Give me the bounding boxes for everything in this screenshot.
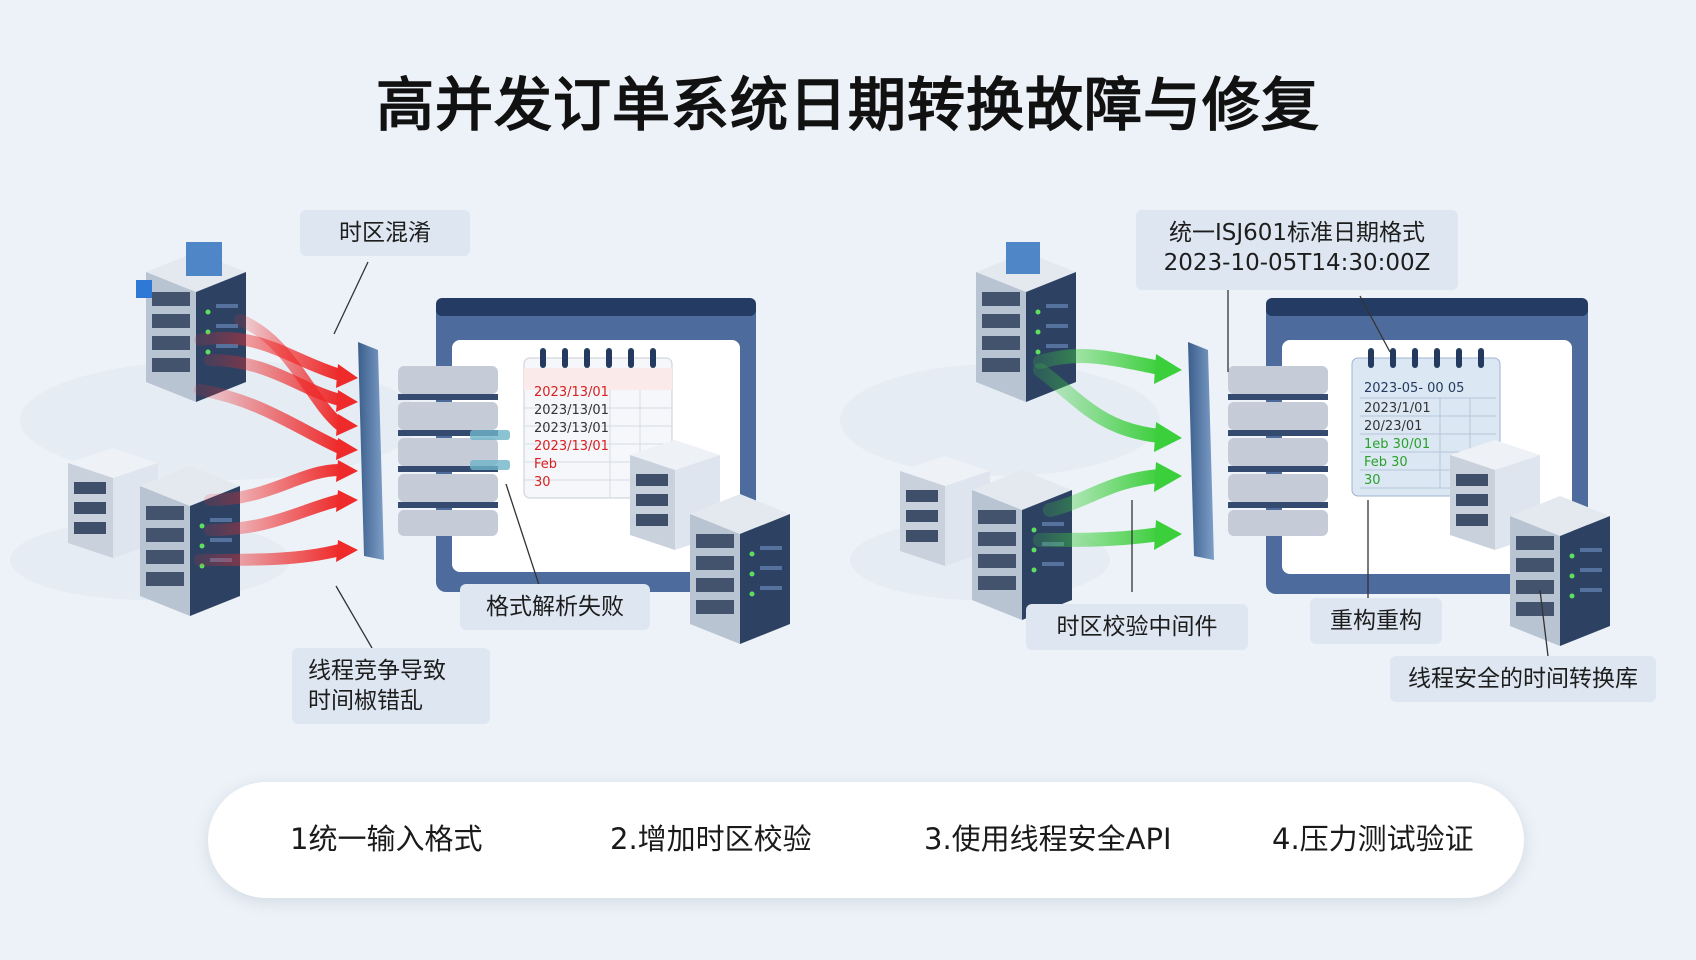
conflict-arrowheads — [336, 364, 358, 562]
callout-thread-safe-lib: 线程安全的时间转换库 — [1390, 656, 1656, 702]
calendar-entry-5: Feb — [534, 457, 557, 472]
callout-text-line2: 时间椒错乱 — [308, 688, 423, 714]
flow-arrows — [1033, 349, 1167, 547]
callout-text-line2: 2023-10-05T14:30:00Z — [1163, 250, 1431, 276]
calendar-entry-4: 2023/13/01 — [534, 439, 609, 454]
server-tower-left-bottom — [140, 466, 240, 616]
callout-text: 格式解析失败 — [486, 594, 624, 620]
gateway-stack-right — [1228, 366, 1328, 536]
leader-lines-right — [1131, 280, 1549, 657]
callout-iso-format: 统一ISJ601标准日期格式 2023-10-05T14:30:00Z — [1136, 210, 1458, 290]
callout-timezone-confusion: 时区混淆 — [300, 210, 470, 256]
step-2: 2.增加时区校验 — [610, 822, 812, 856]
left-panel: 2023/13/01 2023/13/01 2023/13/01 2023/13… — [10, 242, 790, 649]
server-cube-icon — [186, 242, 222, 276]
calendar-fixed-entry-1: 2023/1/01 — [1364, 401, 1431, 416]
barrier-left — [358, 342, 384, 560]
gateway-stack-left — [398, 366, 498, 536]
calendar-fixed-entry-3: 1eb 30/01 — [1364, 437, 1430, 452]
leader-lines-left — [333, 261, 541, 649]
calendar-entry-6: 30 — [534, 475, 551, 490]
page-title: 高并发订单系统日期转换故障与修复 — [375, 71, 1320, 139]
callout-parse-failure: 格式解析失败 — [460, 584, 650, 630]
conflict-arrows — [194, 314, 346, 566]
server-tower-right-right — [1510, 496, 1610, 646]
calendar-fixed-entry-2: 20/23/01 — [1364, 419, 1422, 434]
calendar-entry-2: 2023/13/01 — [534, 403, 609, 418]
calendar-entry-3: 2023/13/01 — [534, 421, 609, 436]
calendar-header: 2023-05- 00 05 — [1364, 381, 1464, 396]
calendar-fixed-entry-4: Feb 30 — [1364, 455, 1408, 470]
callout-text-line1: 统一ISJ601标准日期格式 — [1168, 220, 1426, 246]
step-3: 3.使用线程安全API — [924, 822, 1172, 856]
callout-text: 线程安全的时间转换库 — [1408, 666, 1638, 692]
server-cube-icon-right — [1006, 242, 1040, 274]
callout-text: 重构重构 — [1330, 608, 1422, 634]
callout-text: 时区混淆 — [339, 220, 431, 246]
callout-thread-contention: 线程竞争导致 时间椒错乱 — [292, 648, 490, 724]
calendar-fixed-entry-5: 30 — [1364, 473, 1381, 488]
barrier-right — [1188, 342, 1214, 560]
callout-text-line1: 线程竞争导致 — [308, 658, 446, 684]
steps-bar: 1统一输入格式 2.增加时区校验 3.使用线程安全API 4.压力测试验证 — [208, 782, 1524, 898]
callout-timezone-middleware: 时区校验中间件 — [1026, 604, 1248, 650]
flow-arrowheads — [1154, 354, 1182, 550]
callout-text: 时区校验中间件 — [1056, 614, 1218, 640]
calendar-entry-1: 2023/13/01 — [534, 385, 609, 400]
step-1: 1统一输入格式 — [290, 822, 483, 856]
server-tower-left-right — [690, 494, 790, 644]
step-4: 4.压力测试验证 — [1272, 822, 1474, 856]
callout-refactor: 重构重构 — [1310, 598, 1442, 644]
right-panel: 2023-05- 00 05 2023/1/01 20/23/01 1eb 30… — [840, 242, 1610, 657]
